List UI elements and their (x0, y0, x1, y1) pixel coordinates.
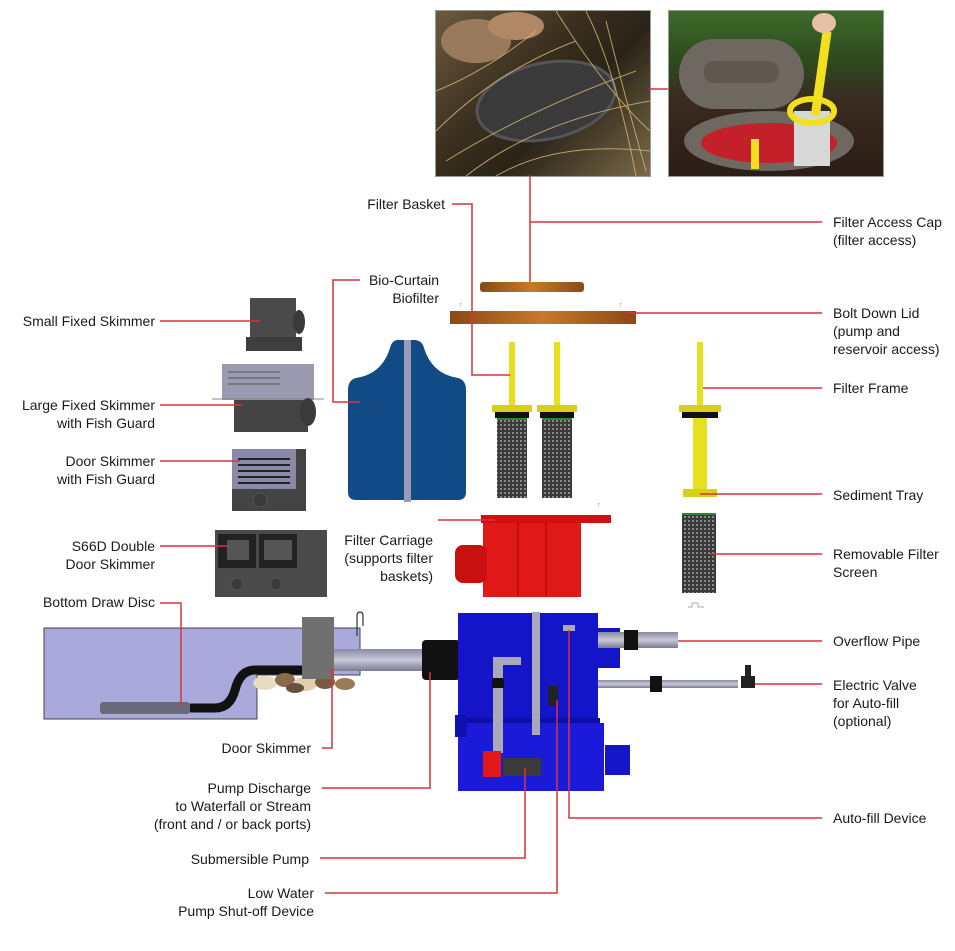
label-bottom-draw-disc: Bottom Draw Disc (42, 594, 155, 610)
label-door-skimmer-fish-guard: Door Skimmer with Fish Guard (56, 453, 155, 487)
internal-pipe (532, 612, 540, 735)
rocks (253, 673, 355, 693)
basket-handle (810, 30, 832, 117)
label-s66d-double-door-skimmer: S66D Double Door Skimmer (65, 538, 155, 572)
leader-door-skimmer (322, 668, 333, 749)
bolt-down-lid (450, 311, 636, 324)
leader-lines (160, 175, 822, 894)
label-filter-basket: Filter Basket (367, 196, 445, 212)
filter-access-cap (480, 282, 584, 292)
label-bio-curtain-biofilter: Bio-Curtain Biofilter (368, 272, 439, 306)
rock-shape (488, 12, 544, 40)
brand-logo-plate (704, 61, 779, 83)
grass-strands (436, 11, 650, 176)
filter-basket-right (537, 342, 577, 498)
label-bolt-down-lid: Bolt Down Lid (pump and reservoir access… (833, 305, 940, 357)
label-door-skimmer: Door Skimmer (221, 740, 311, 756)
leader-filter-access-cap (529, 175, 822, 282)
biofilter-seam (404, 340, 411, 502)
leader-filter-basket (452, 203, 510, 376)
label-removable-filter-screen: Removable Filter Screen (833, 546, 939, 580)
label-auto-fill-device: Auto-fill Device (833, 810, 927, 826)
label-pump-discharge: Pump Discharge to Waterfall or Stream (f… (153, 780, 311, 832)
bolt-icon: ↑ (619, 302, 623, 309)
leader-pump-discharge (322, 672, 431, 789)
electric-valve (741, 676, 755, 688)
submersible-pump (503, 758, 541, 776)
installed-lid-photo-art (436, 11, 650, 176)
door-skimmer-in-pond (302, 617, 334, 679)
bolt-icon: ↑ (459, 302, 463, 309)
label-filter-frame: Filter Frame (833, 380, 909, 396)
s66d-double-door-skimmer (215, 530, 327, 597)
svg-text:↑: ↑ (597, 502, 601, 509)
door-skimmer-with-fish-guard (232, 449, 306, 511)
open-lid-photo (668, 10, 884, 177)
filter-basket-rim (787, 96, 837, 126)
label-submersible-pump: Submersible Pump (190, 851, 309, 867)
label-large-fixed-skimmer: Large Fixed Skimmer with Fish Guard (21, 397, 155, 431)
sediment-tray (683, 489, 717, 497)
auto-fill-float (563, 625, 575, 631)
filter-basket-left (492, 342, 532, 498)
label-filter-access-cap: Filter Access Cap (filter access) (833, 214, 942, 248)
label-sediment-tray: Sediment Tray (833, 487, 924, 503)
open-lid-photo-art (679, 13, 854, 171)
label-filter-carriage: Filter Carriage (supports filter baskets… (344, 532, 433, 584)
filter-carriage: ↑ (455, 502, 611, 597)
removable-filter-screen (682, 513, 716, 608)
leader-submersible-pump (320, 768, 526, 859)
label-overflow-pipe: Overflow Pipe (833, 633, 921, 649)
bottom-draw-disc (100, 702, 190, 714)
large-fixed-skimmer (212, 364, 324, 432)
installed-lid-photo (435, 10, 651, 177)
hand (812, 13, 836, 33)
label-low-water-shutoff: Low Water Pump Shut-off Device (178, 885, 314, 919)
skimmer-pipe (334, 649, 434, 671)
leader-auto-fill-device (568, 630, 822, 819)
label-electric-valve: Electric Valve for Auto-fill (optional) (833, 677, 917, 729)
leader-bottom-draw-disc (160, 602, 182, 707)
leader-bio-curtain (332, 279, 360, 403)
label-small-fixed-skimmer: Small Fixed Skimmer (22, 313, 155, 329)
pipe-coupling (422, 640, 460, 680)
pond-cross-section (43, 611, 460, 720)
auto-fill-line (598, 680, 738, 688)
low-water-float (548, 686, 558, 706)
reservoir-vault (455, 612, 755, 791)
small-fixed-skimmer (246, 298, 305, 351)
yellow-frame-visible (751, 139, 759, 169)
submersible-pump-head (483, 751, 501, 777)
filter-frame (679, 342, 721, 497)
leader-low-water (325, 700, 558, 894)
bottom-draw-pipe (190, 665, 305, 713)
